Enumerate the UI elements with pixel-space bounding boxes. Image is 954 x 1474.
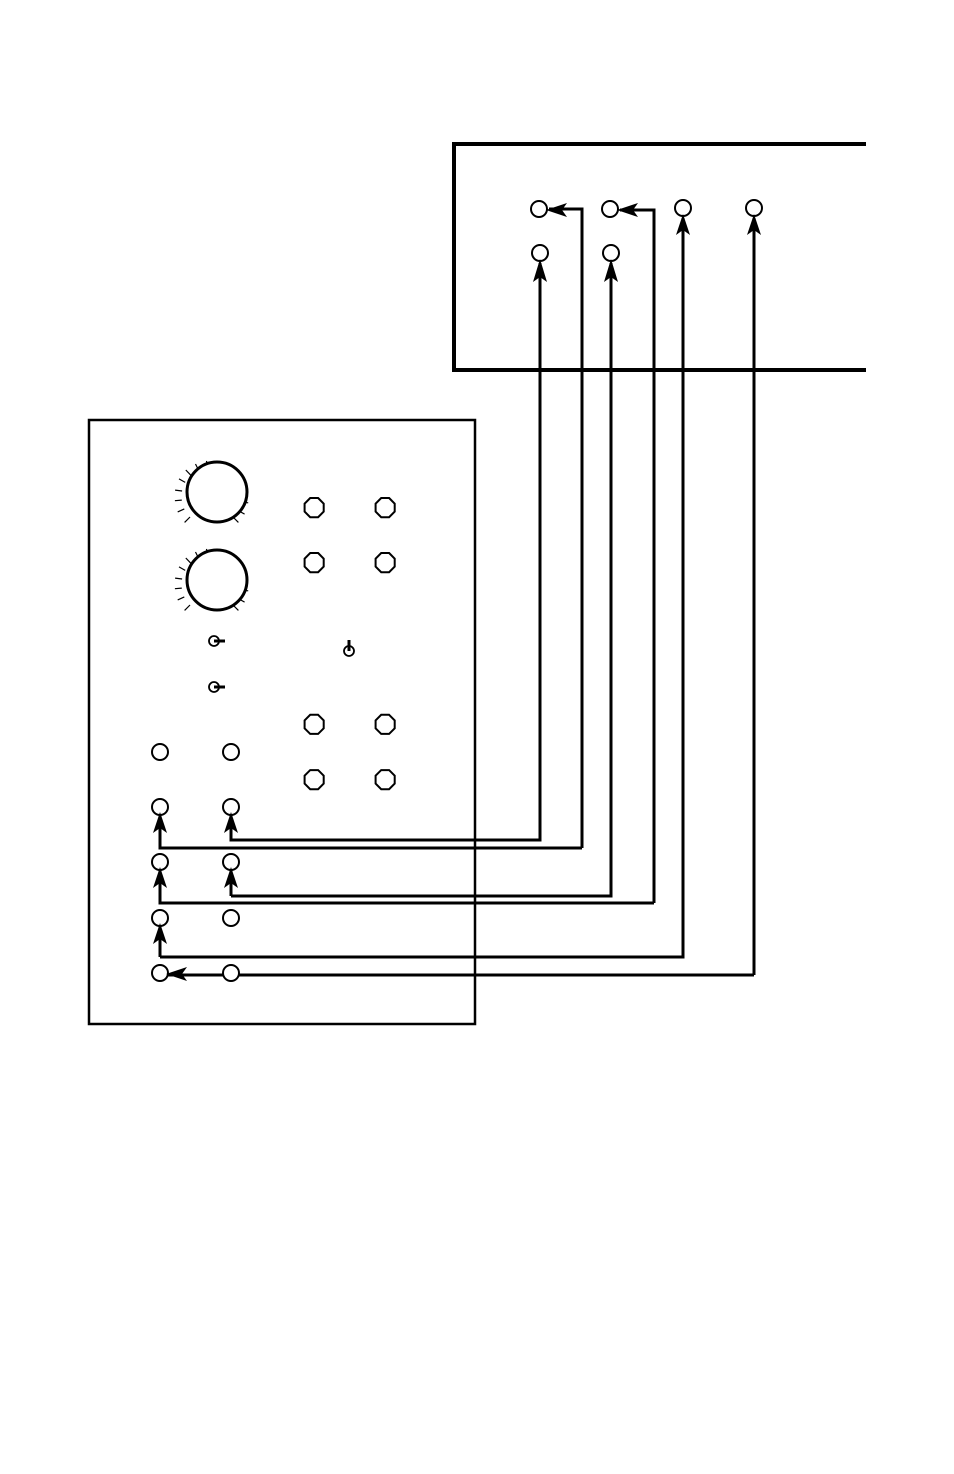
octagon-jack-3[interactable] bbox=[305, 553, 324, 572]
octagon-jack-8[interactable] bbox=[376, 770, 395, 789]
patch-cable-1[interactable] bbox=[231, 263, 540, 840]
octagon-jack-1[interactable] bbox=[305, 498, 324, 517]
module-jack-r1-right[interactable] bbox=[223, 744, 239, 760]
knob-1-body[interactable] bbox=[187, 462, 247, 522]
patch-cable-3[interactable] bbox=[231, 263, 611, 896]
octagon-jack-2[interactable] bbox=[376, 498, 395, 517]
patch-cable-2[interactable] bbox=[549, 209, 582, 848]
module-jack-r5-right[interactable] bbox=[223, 965, 239, 981]
knob-1[interactable] bbox=[175, 461, 248, 523]
patch-cable-4[interactable] bbox=[620, 210, 654, 903]
octagon-jack-7[interactable] bbox=[305, 770, 324, 789]
upper-device-panel bbox=[454, 144, 866, 370]
device-jack-top-3[interactable] bbox=[675, 200, 691, 216]
patch-cable-2-lower[interactable] bbox=[160, 816, 582, 848]
octagon-jack-5[interactable] bbox=[305, 715, 324, 734]
device-jack-top-4[interactable] bbox=[746, 200, 762, 216]
knob-2[interactable] bbox=[175, 549, 248, 611]
device-jack-bottom-1[interactable] bbox=[532, 245, 548, 261]
patch-cable-4-lower[interactable] bbox=[160, 870, 654, 903]
octagon-jack-4[interactable] bbox=[376, 553, 395, 572]
device-jack-top-1[interactable] bbox=[531, 201, 547, 217]
module-jack-r4-right[interactable] bbox=[223, 910, 239, 926]
patch-cables bbox=[160, 209, 754, 975]
toggle-switch-2[interactable] bbox=[209, 682, 225, 692]
octagon-jack-6[interactable] bbox=[376, 715, 395, 734]
module-jack-r5-left[interactable] bbox=[152, 965, 168, 981]
toggle-switch-3[interactable] bbox=[344, 640, 354, 656]
toggle-switch-1[interactable] bbox=[209, 636, 225, 646]
module-round-jacks bbox=[152, 744, 239, 981]
module-jack-r1-left[interactable] bbox=[152, 744, 168, 760]
knob-2-body[interactable] bbox=[187, 550, 247, 610]
device-jack-top-2[interactable] bbox=[602, 201, 618, 217]
lower-module-panel bbox=[89, 420, 475, 1024]
device-jack-bottom-2[interactable] bbox=[603, 245, 619, 261]
